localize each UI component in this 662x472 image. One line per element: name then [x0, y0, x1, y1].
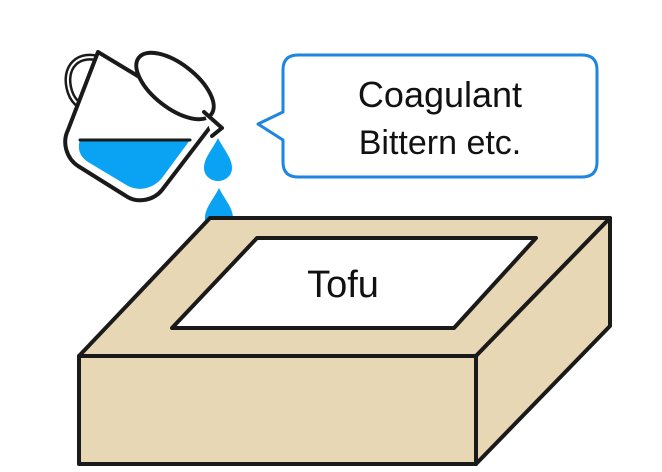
callout-line-coagulant: Coagulant — [358, 74, 522, 115]
pitcher-icon — [63, 50, 224, 203]
pitcher-spout — [202, 110, 224, 138]
water-drop-icon — [204, 138, 232, 181]
callout-line-bittern: Bittern etc. — [359, 124, 522, 162]
coagulant-callout: Coagulant Bittern etc. — [256, 53, 599, 179]
tofu-surface — [170, 236, 538, 330]
tofu-label: Tofu — [307, 264, 379, 306]
tofu-box — [77, 216, 612, 466]
pitcher-rim — [134, 50, 216, 122]
box-right-face — [474, 216, 612, 466]
pitcher-liquid — [78, 140, 190, 189]
box-front-face — [77, 354, 478, 466]
